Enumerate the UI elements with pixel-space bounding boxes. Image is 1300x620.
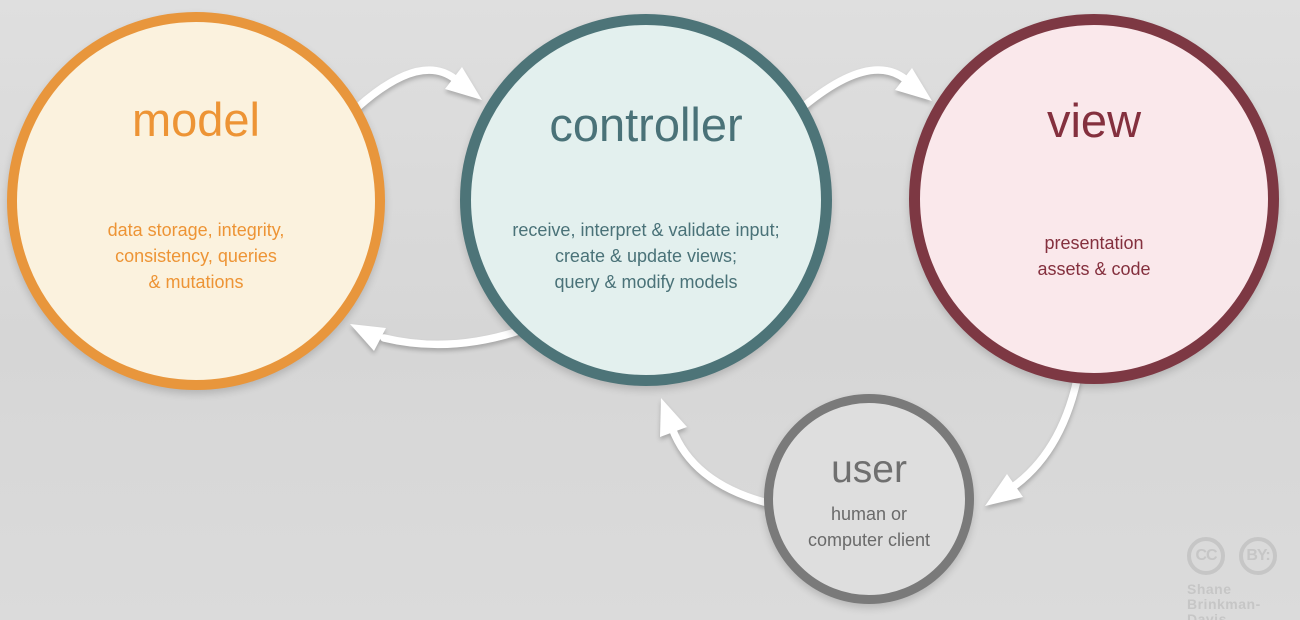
node-model-description: data storage, integrity, consistency, qu… (17, 217, 375, 295)
author-line: Shane (1187, 581, 1232, 597)
arrow-model-to-controller-icon (354, 66, 482, 111)
node-model-title: model (131, 93, 260, 146)
desc-line: human or (830, 504, 908, 524)
arrow-controller-to-view-icon (800, 66, 932, 110)
license-badges: CC BY: (1187, 537, 1300, 575)
node-view: view presentation assets & code (909, 14, 1279, 384)
desc-line: & mutations (148, 272, 244, 292)
desc-line: query & modify models (554, 272, 738, 292)
node-model: model data storage, integrity, consisten… (7, 12, 385, 390)
by-badge-icon: BY: (1239, 537, 1277, 575)
desc-line: consistency, queries (115, 246, 277, 266)
arrow-controller-to-model-icon (350, 324, 526, 351)
author-line: Brinkman-Davis (1187, 596, 1261, 620)
author-name: Shane Brinkman-Davis (1187, 582, 1300, 620)
node-user-description: human or computer client (773, 501, 965, 553)
desc-line: data storage, integrity, (107, 220, 285, 240)
arrow-view-to-user-icon (985, 376, 1081, 506)
cc-badge-icon: CC (1187, 537, 1225, 575)
arrow-user-to-controller-icon (660, 398, 768, 506)
node-view-description: presentation assets & code (920, 230, 1268, 282)
desc-line: presentation (1044, 233, 1144, 253)
node-user: user human or computer client (764, 394, 974, 604)
node-view-title: view (1046, 94, 1142, 147)
node-user-title: user (831, 448, 907, 491)
desc-line: create & update views; (554, 246, 738, 266)
node-controller-description: receive, interpret & validate input; cre… (471, 217, 821, 295)
attribution: CC BY: Shane Brinkman-Davis (1187, 537, 1300, 620)
desc-line: receive, interpret & validate input; (512, 220, 780, 240)
desc-line: computer client (807, 530, 931, 550)
node-controller: controller receive, interpret & validate… (460, 14, 832, 386)
node-controller-title: controller (549, 98, 743, 151)
desc-line: assets & code (1037, 259, 1151, 279)
